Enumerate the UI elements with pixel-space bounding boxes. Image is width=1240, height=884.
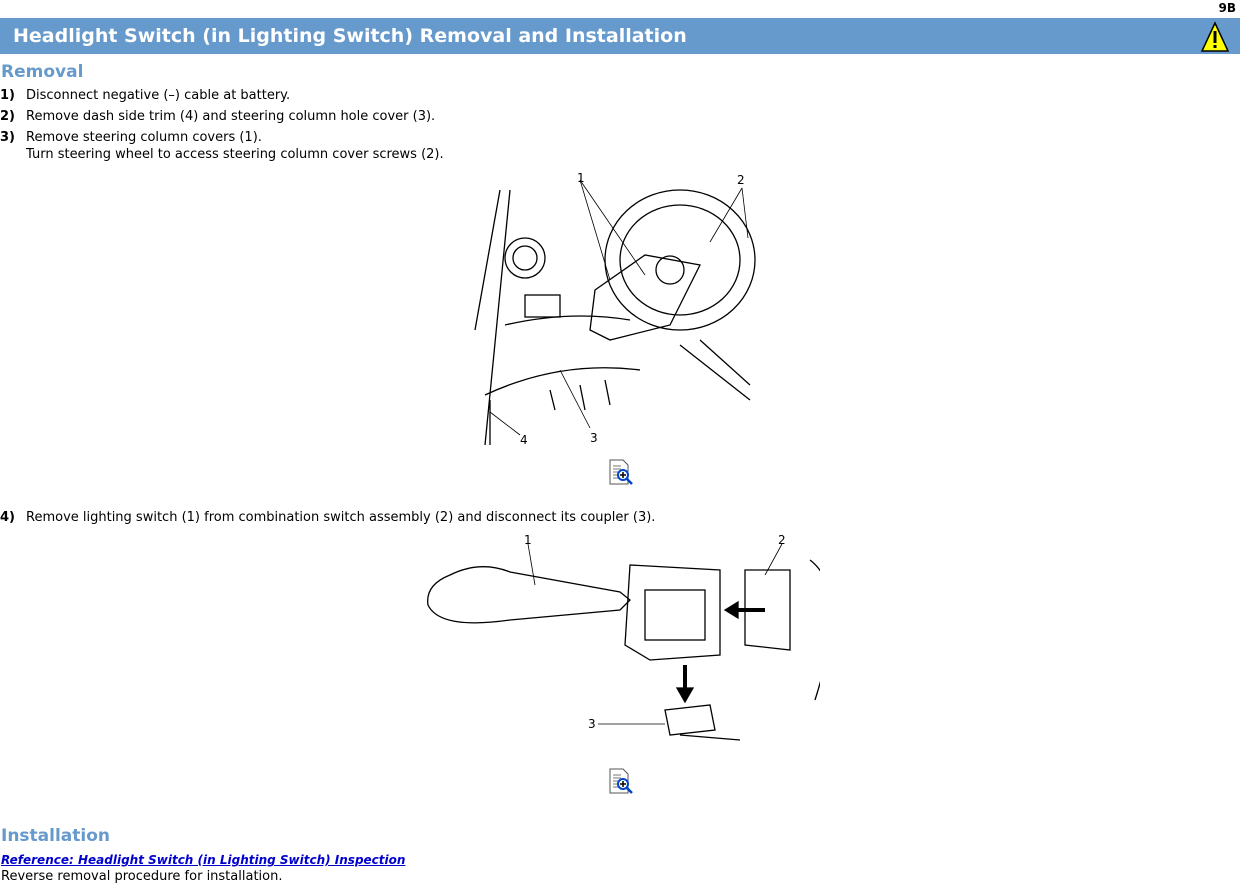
removal-heading: Removal (1, 62, 84, 82)
page-title: Headlight Switch (in Lighting Switch) Re… (13, 25, 687, 47)
installation-heading: Installation (1, 826, 111, 846)
callout-3: 3 (588, 717, 596, 731)
callout-1: 1 (577, 171, 585, 185)
step-1: 1)Disconnect negative (–) cable at batte… (0, 88, 291, 103)
page-number: 9B (1218, 1, 1237, 15)
warning-icon (1200, 21, 1230, 52)
steering-column-figure: 1 2 3 4 (474, 171, 756, 447)
inspection-reference-link[interactable]: Reference: Headlight Switch (in Lighting… (1, 853, 406, 867)
title-bar: Headlight Switch (in Lighting Switch) Re… (0, 18, 1240, 54)
step-4: 4)Remove lighting switch (1) from combin… (0, 510, 656, 525)
callout-4: 4 (520, 433, 528, 447)
callout-2: 2 (737, 173, 745, 187)
zoom-image-icon[interactable] (608, 458, 634, 486)
callout-2: 2 (778, 533, 786, 547)
callout-3: 3 (590, 431, 598, 445)
step-3-note: Turn steering wheel to access steering c… (26, 147, 444, 162)
step-2: 2)Remove dash side trim (4) and steering… (0, 109, 436, 124)
step-3: 3)Remove steering column covers (1). (0, 130, 262, 145)
zoom-image-icon[interactable] (608, 767, 634, 795)
lighting-switch-figure: 1 2 3 (427, 533, 820, 741)
callout-1: 1 (524, 533, 532, 547)
installation-text: Reverse removal procedure for installati… (1, 869, 283, 884)
